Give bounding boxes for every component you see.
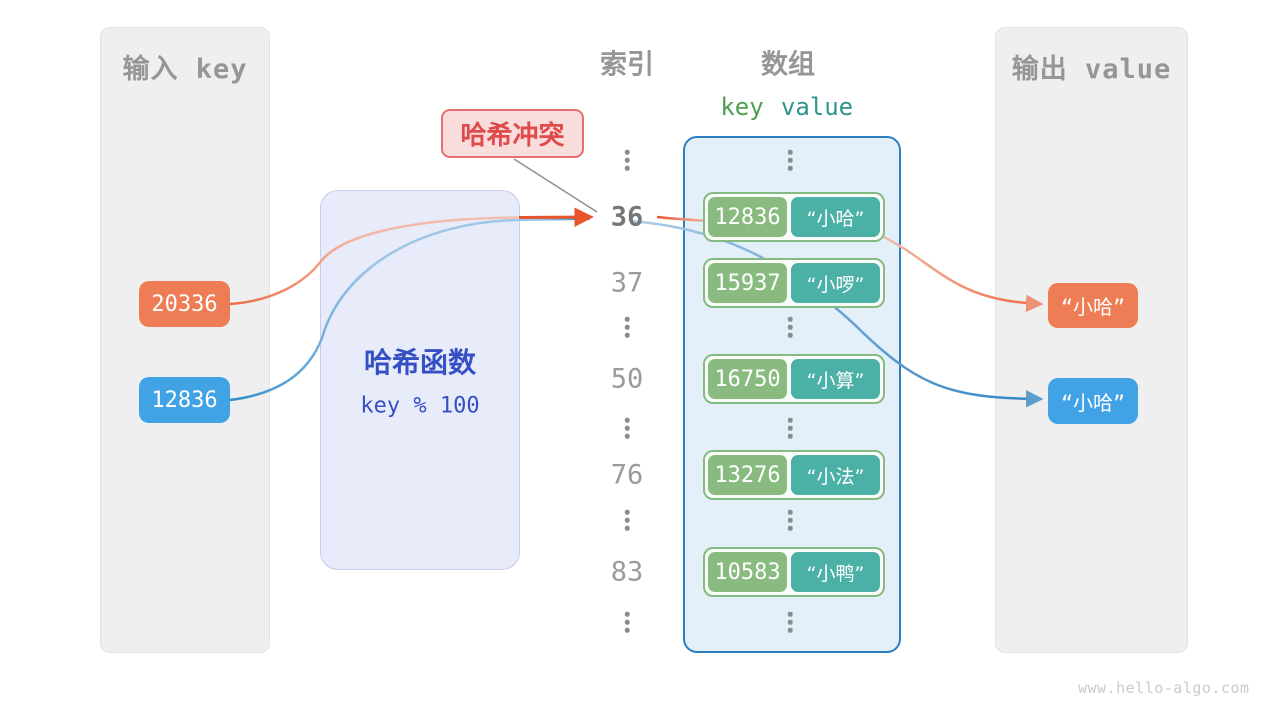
vertical-ellipsis-icon bbox=[787, 611, 793, 633]
array-row: 10583 “小鸭” bbox=[703, 547, 885, 597]
array-row: 16750 “小算” bbox=[703, 354, 885, 404]
value-subheader: value bbox=[780, 93, 854, 121]
vertical-ellipsis-icon bbox=[624, 316, 630, 338]
website-watermark: www.hello-algo.com bbox=[1078, 679, 1250, 697]
array-column-header: 数组 bbox=[761, 49, 815, 81]
index-label-83: 83 bbox=[610, 556, 644, 588]
hash-collision-label: 哈希冲突 bbox=[441, 109, 584, 158]
hash-function-formula: key % 100 bbox=[360, 393, 480, 419]
input-key-box-20336: 20336 bbox=[139, 281, 230, 327]
array-key-cell: 16750 bbox=[708, 359, 787, 399]
index-label-37: 37 bbox=[610, 267, 644, 299]
array-value-cell: “小法” bbox=[791, 455, 880, 495]
array-value-cell: “小啰” bbox=[791, 263, 880, 303]
input-panel: 输入 key bbox=[100, 27, 270, 653]
array-key-cell: 12836 bbox=[708, 197, 787, 237]
vertical-ellipsis-icon bbox=[787, 509, 793, 531]
array-key-cell: 10583 bbox=[708, 552, 787, 592]
index-column-header: 索引 bbox=[600, 49, 654, 81]
index-label-50: 50 bbox=[610, 363, 644, 395]
input-key-box-12836: 12836 bbox=[139, 377, 230, 423]
vertical-ellipsis-icon bbox=[624, 611, 630, 633]
array-row: 12836 “小哈” bbox=[703, 192, 885, 242]
vertical-ellipsis-icon bbox=[787, 149, 793, 171]
array-key-cell: 15937 bbox=[708, 263, 787, 303]
output-value-box-blue: “小哈” bbox=[1048, 378, 1138, 424]
line-collision-pointer bbox=[513, 158, 598, 213]
index-label-76: 76 bbox=[610, 459, 644, 491]
output-value-box-orange: “小哈” bbox=[1048, 283, 1138, 328]
vertical-ellipsis-icon bbox=[624, 149, 630, 171]
array-row: 13276 “小法” bbox=[703, 450, 885, 500]
vertical-ellipsis-icon bbox=[624, 509, 630, 531]
array-value-cell: “小哈” bbox=[791, 197, 880, 237]
array-key-cell: 13276 bbox=[708, 455, 787, 495]
output-panel: 输出 value bbox=[995, 27, 1188, 653]
key-subheader: key bbox=[720, 93, 764, 121]
output-panel-title: 输出 value bbox=[1011, 54, 1172, 85]
vertical-ellipsis-icon bbox=[787, 316, 793, 338]
vertical-ellipsis-icon bbox=[787, 417, 793, 439]
array-value-cell: “小算” bbox=[791, 359, 880, 399]
input-panel-title: 输入 key bbox=[122, 54, 248, 85]
array-row: 15937 “小啰” bbox=[703, 258, 885, 308]
vertical-ellipsis-icon bbox=[624, 417, 630, 439]
hash-function-title: 哈希函数 bbox=[363, 346, 477, 379]
index-label-36: 36 bbox=[610, 201, 644, 233]
array-value-cell: “小鸭” bbox=[791, 552, 880, 592]
arrow-hash-to-index bbox=[518, 207, 594, 227]
